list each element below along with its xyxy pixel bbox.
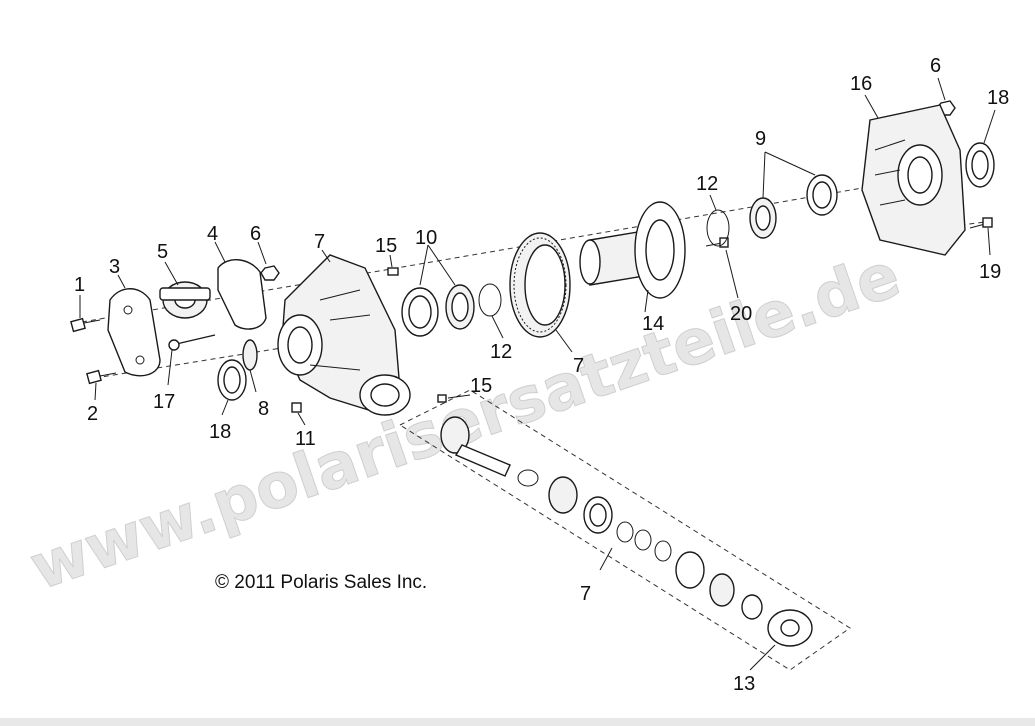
callout-9: 9 bbox=[755, 128, 766, 150]
cover-part-16 bbox=[861, 104, 966, 256]
callout-7-housing: 7 bbox=[314, 231, 325, 253]
callout-19: 19 bbox=[979, 261, 1001, 283]
bolt-part-1 bbox=[70, 317, 101, 333]
carrier-part-14 bbox=[579, 201, 686, 299]
shim-part-12-left bbox=[478, 283, 502, 317]
callout-5: 5 bbox=[157, 241, 168, 263]
callout-8: 8 bbox=[258, 398, 269, 420]
callout-20: 20 bbox=[730, 303, 752, 325]
callout-3: 3 bbox=[109, 256, 120, 278]
bottom-rule bbox=[0, 718, 1035, 726]
callout-12-right: 12 bbox=[696, 173, 718, 195]
lower-axis-line bbox=[94, 344, 301, 379]
callout-15-upper: 15 bbox=[375, 235, 397, 257]
pinion-group-box bbox=[398, 389, 851, 671]
pinion-shaft-part-7 bbox=[440, 416, 763, 620]
bolt-part-2 bbox=[86, 369, 117, 385]
callout-4: 4 bbox=[207, 223, 218, 245]
callout-16: 16 bbox=[850, 73, 872, 95]
ring-gear-part-7 bbox=[509, 232, 571, 338]
callout-6-left: 6 bbox=[250, 223, 261, 245]
copyright-notice: © 2011 Polaris Sales Inc. bbox=[215, 572, 427, 593]
flange-part-13 bbox=[767, 609, 813, 647]
callout-12-left: 12 bbox=[490, 341, 512, 363]
nut-part-6-left bbox=[260, 265, 280, 281]
callout-10: 10 bbox=[415, 227, 437, 249]
callout-6-right: 6 bbox=[930, 55, 941, 77]
callout-1: 1 bbox=[74, 274, 85, 296]
housing-part-7 bbox=[277, 254, 411, 416]
callout-18-left: 18 bbox=[209, 421, 231, 443]
bearing-part-9 bbox=[749, 174, 838, 239]
plug-part-15-upper bbox=[387, 267, 399, 276]
bracket-part-4 bbox=[217, 259, 267, 330]
callout-11: 11 bbox=[295, 428, 316, 450]
seal-part-18-left bbox=[217, 359, 247, 401]
leader-lines bbox=[79, 77, 996, 671]
seal-part-8 bbox=[242, 339, 258, 371]
bolt-part-19 bbox=[969, 217, 993, 229]
bracket-part-3 bbox=[107, 288, 161, 377]
callout-7-pinion: 7 bbox=[580, 583, 591, 605]
plug-part-15-lower bbox=[437, 394, 447, 403]
callout-15-lower: 15 bbox=[470, 375, 492, 397]
shim-part-12-right bbox=[706, 209, 730, 247]
plug-part-11 bbox=[291, 402, 302, 413]
callout-7-ring-gear: 7 bbox=[573, 355, 584, 377]
callout-14: 14 bbox=[642, 313, 664, 335]
callout-18-right: 18 bbox=[987, 87, 1009, 109]
yoke-part-5 bbox=[159, 281, 211, 319]
callout-2: 2 bbox=[87, 403, 98, 425]
callout-13: 13 bbox=[733, 673, 755, 695]
bearing-part-10 bbox=[401, 284, 475, 337]
callout-17: 17 bbox=[153, 391, 175, 413]
seal-part-18-right bbox=[965, 142, 995, 188]
